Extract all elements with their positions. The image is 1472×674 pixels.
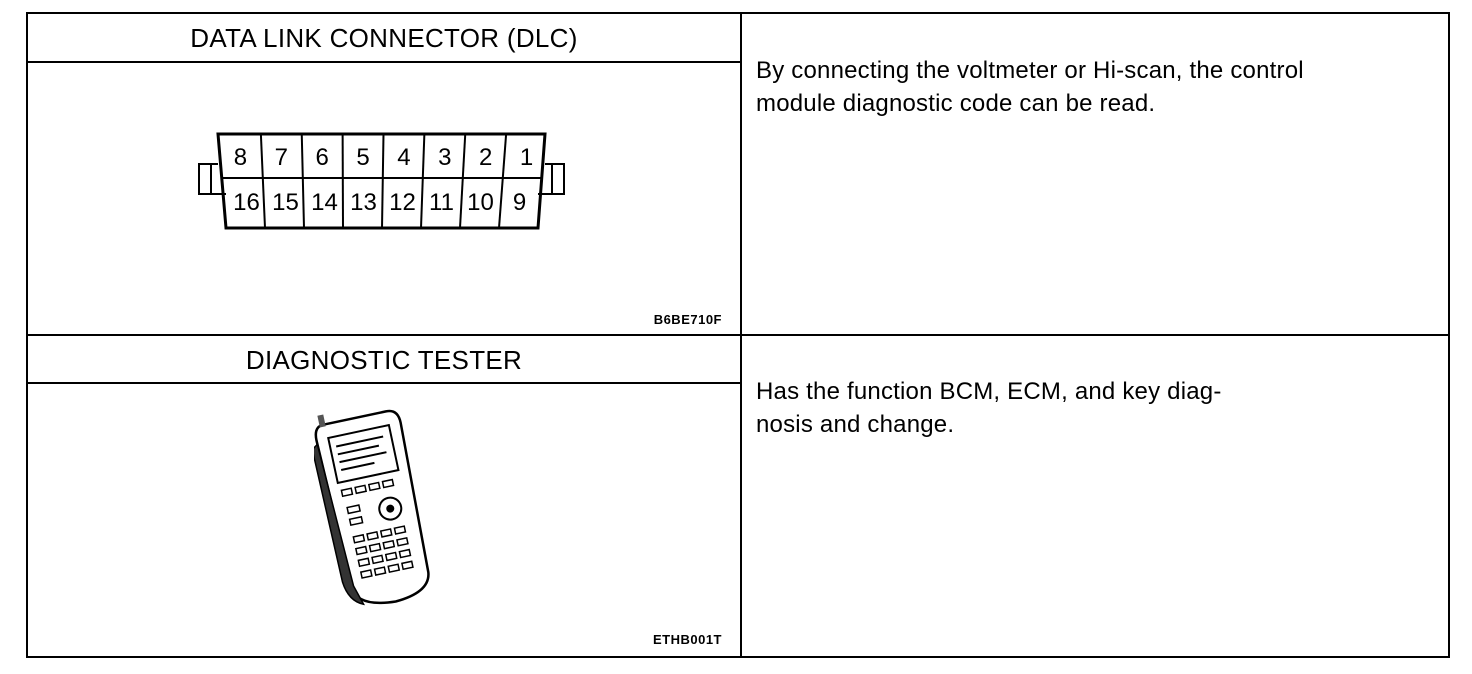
pin-divider [420, 133, 426, 229]
pin-number: 5 [356, 144, 369, 171]
pin-number: 4 [397, 144, 410, 171]
pin-divider [498, 133, 508, 229]
description-dlc: By connecting the voltmeter or Hi-scan, … [756, 54, 1396, 120]
description-tester: Has the function BCM, ECM, and key diag-… [756, 375, 1396, 441]
pin-number: 2 [479, 144, 492, 171]
pin-number: 9 [513, 189, 526, 216]
pin-number: 6 [316, 144, 329, 171]
tool-name-dlc: DATA LINK CONNECTOR (DLC) [190, 22, 578, 53]
pin-number: 7 [275, 144, 288, 171]
pin-number: 10 [467, 189, 494, 216]
figure-code-dlc: B6BE710F [653, 312, 722, 327]
pin-number: 16 [233, 189, 260, 216]
pin-number: 12 [389, 189, 416, 216]
pin-number: 15 [272, 189, 299, 216]
description-line: Has the function BCM, ECM, and key diag- [756, 378, 1222, 405]
row1-title-divider [28, 61, 740, 63]
row-divider [28, 334, 1448, 336]
pin-divider [381, 133, 385, 229]
diagnostic-tester-illustration [314, 409, 430, 606]
pin-number: 3 [438, 144, 451, 171]
row2-title-divider [28, 382, 740, 384]
pin-number: 13 [350, 189, 377, 216]
tool-name-tester: DIAGNOSTIC TESTER [245, 344, 523, 375]
description-line: By connecting the voltmeter or Hi-scan, … [756, 57, 1304, 84]
pin-number: 8 [234, 144, 247, 171]
figure-code-tester: ETHB001T [652, 632, 722, 647]
pin-divider [259, 133, 266, 229]
pin-number: 14 [311, 189, 338, 216]
pin-number: 1 [520, 144, 533, 171]
pin-divider [459, 133, 467, 229]
pin-divider [300, 133, 305, 229]
description-line: module diagnostic code can be read. [756, 90, 1156, 117]
description-line: nosis and change. [756, 411, 955, 438]
pin-number: 11 [429, 189, 454, 216]
